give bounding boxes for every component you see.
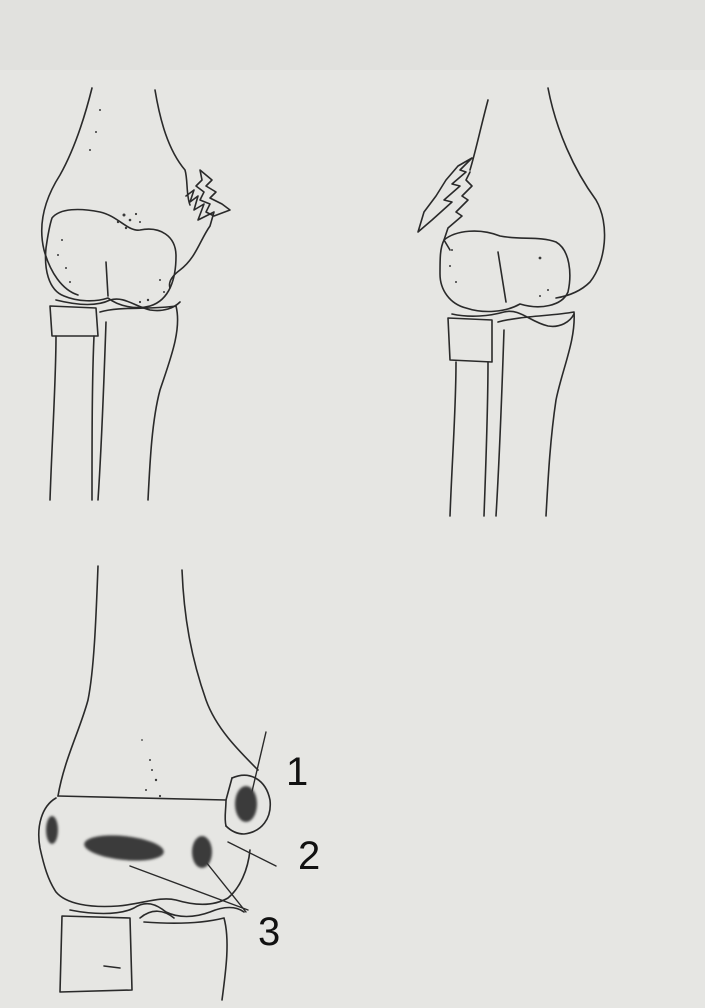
ossification-center-1 bbox=[235, 786, 257, 822]
paper-top-shadow bbox=[0, 0, 705, 70]
physis-edge-bottom bbox=[225, 800, 226, 826]
ossification-center-lateral bbox=[46, 816, 58, 844]
ossification-center-3-trochlea bbox=[192, 836, 212, 868]
callout-label-2: 2 bbox=[298, 836, 320, 876]
callout-label-1: 1 bbox=[286, 752, 308, 792]
callout-label-3: 3 bbox=[258, 912, 280, 952]
